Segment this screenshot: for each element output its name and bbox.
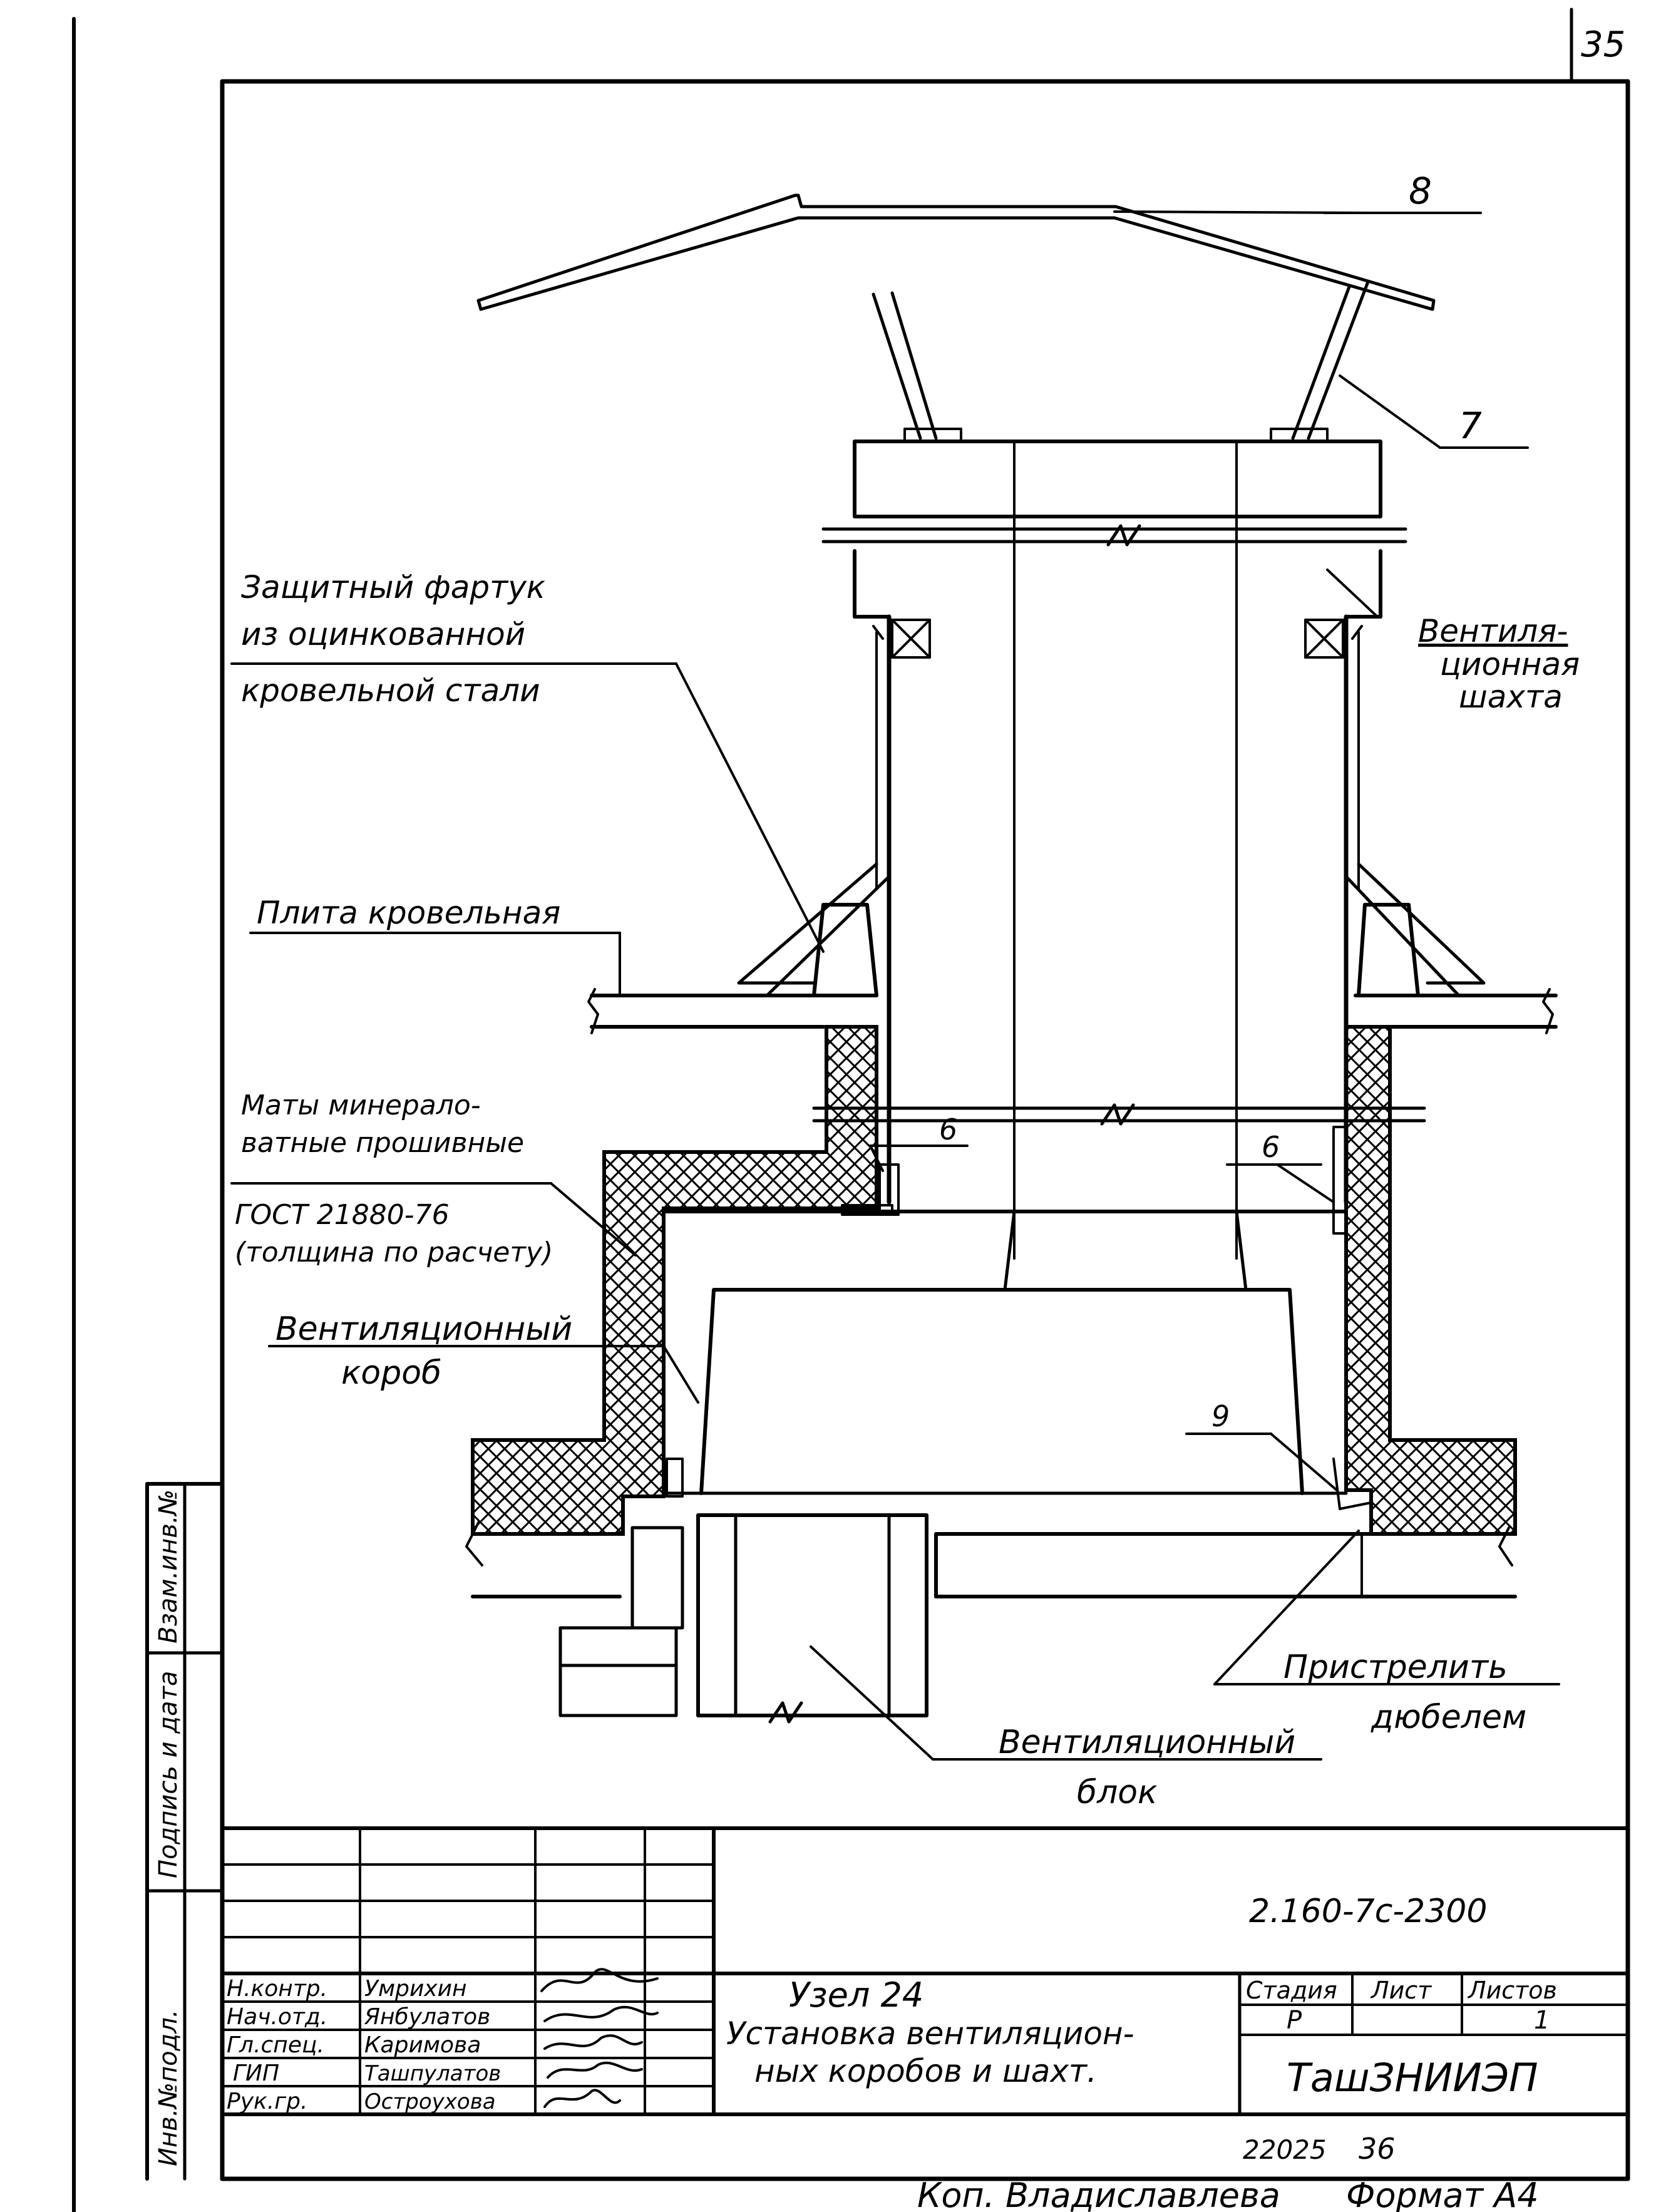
name-5: Остроухова xyxy=(364,2089,496,2114)
pos-6b: 6 xyxy=(1262,1130,1280,1164)
roof-slab-label: Плита кровельная xyxy=(257,895,560,931)
hood-cap xyxy=(476,193,1436,443)
sheet-header: Лист xyxy=(1370,1977,1432,2004)
organization: ТашЗНИИЭП xyxy=(1287,2055,1538,2101)
side-stamp: Инв.№подл. Подпись и дата Взам.инв.№ xyxy=(145,1482,224,2181)
mats-label-3: ГОСТ 21880-76 xyxy=(235,1199,450,1231)
title-line-3: ных коробов и шахт. xyxy=(754,2053,1097,2089)
sheets-header: Листов xyxy=(1467,1977,1557,2004)
apron-label-3: кровельной стали xyxy=(241,672,540,709)
name-4: Ташпулатов xyxy=(364,2061,501,2086)
ventilation-block xyxy=(558,1513,928,1724)
page-number: 35 xyxy=(1581,24,1625,65)
name-2: Янбулатов xyxy=(364,2004,490,2030)
mats-label-1: Маты минерало- xyxy=(241,1089,481,1121)
mats-label-2: ватные прошивные xyxy=(241,1127,524,1159)
shaft-label-2: ционная xyxy=(1440,646,1580,682)
floor-slab xyxy=(465,1520,1517,1630)
duct-label-2: короб xyxy=(341,1354,441,1392)
apron-label-2: из оцинкованной xyxy=(241,616,525,652)
pos-9: 9 xyxy=(1211,1399,1230,1433)
mats-label-4: (толщина по расчету) xyxy=(235,1237,553,1268)
doc-code: 2.160-7с-2300 xyxy=(1249,1893,1487,1930)
pos-8: 8 xyxy=(1409,170,1432,212)
roof-slab xyxy=(587,903,1558,1034)
stage-value: Р xyxy=(1287,2006,1302,2035)
footer-format: Формат А4 xyxy=(1346,2176,1539,2212)
leaders xyxy=(230,210,1560,1761)
footer-number-a: 22025 xyxy=(1243,2134,1327,2165)
role-3: Гл.спец. xyxy=(227,2032,324,2058)
ventilation-shaft xyxy=(812,440,1426,1260)
side-signature-date: Подпись и дата xyxy=(154,1671,183,1878)
shaft-label-1: Вентиля- xyxy=(1418,613,1568,649)
side-inv-orig: Инв.№подл. xyxy=(154,2009,183,2166)
role-5: Рук.гр. xyxy=(227,2089,307,2114)
name-3: Каримова xyxy=(364,2032,481,2058)
role-2: Нач.отд. xyxy=(227,2004,327,2030)
block-label-2: блок xyxy=(1077,1774,1158,1811)
pos-6a: 6 xyxy=(939,1113,957,1146)
role-1: Н.контр. xyxy=(227,1976,327,2002)
side-replaced-inv: Взам.инв.№ xyxy=(154,1489,183,1644)
name-1: Умрихин xyxy=(364,1976,467,2002)
block-label-1: Вентиляционный xyxy=(999,1724,1295,1761)
signatures xyxy=(540,1968,659,2108)
dowel-label-2: дюбелем xyxy=(1371,1699,1526,1736)
dowel-label-1: Пристрелить xyxy=(1283,1649,1508,1686)
pos-7: 7 xyxy=(1459,404,1482,447)
stage-header: Стадия xyxy=(1246,1977,1337,2004)
ventilation-duct xyxy=(662,1126,1372,1510)
insulation-mats xyxy=(471,1025,1517,1536)
footer-copied: Коп. Владиславлева xyxy=(917,2176,1280,2212)
protective-apron xyxy=(737,862,1486,997)
shaft-label-3: шахта xyxy=(1459,679,1563,715)
title-block xyxy=(220,1826,1630,2116)
duct-label-1: Вентиляционный xyxy=(275,1310,572,1348)
title-line-2: Установка вентиляцион- xyxy=(726,2015,1134,2052)
apron-label-1: Защитный фартук xyxy=(241,569,545,605)
sheets-value: 1 xyxy=(1534,2006,1550,2035)
title-line-1: Узел 24 xyxy=(789,1975,923,2015)
footer-number-b: 36 xyxy=(1359,2132,1396,2166)
role-4: ГИП xyxy=(233,2060,279,2086)
